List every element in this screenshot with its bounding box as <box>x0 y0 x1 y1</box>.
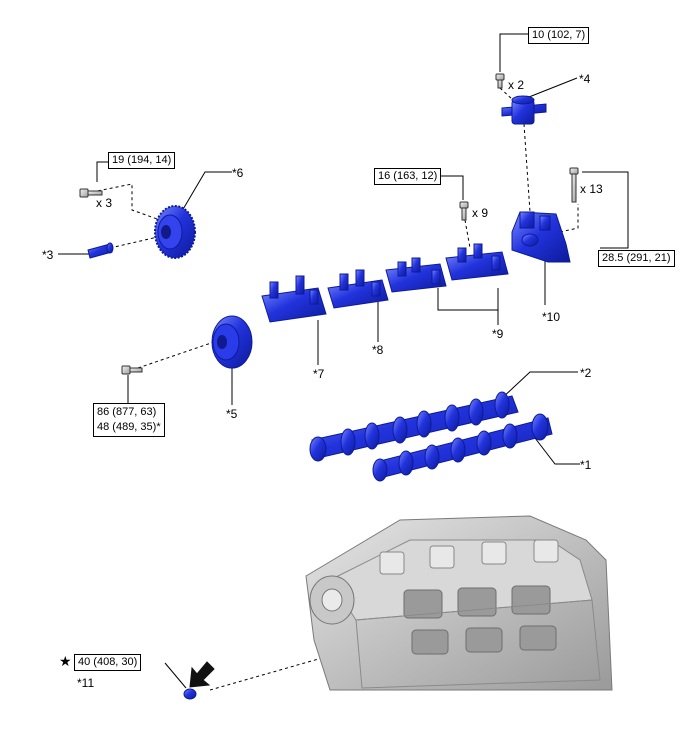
callout-7: *7 <box>313 367 325 381</box>
bearing-cap-8 <box>327 269 389 309</box>
quantity-x2: x 2 <box>508 78 525 92</box>
torque-label-sprocket: 86 (877, 63) 48 (489, 35)* <box>93 403 165 437</box>
callout-5: *5 <box>226 407 238 421</box>
torque-label-gear-upper: 19 (194, 14) <box>108 152 176 169</box>
quantity-x3: x 3 <box>96 196 113 210</box>
camshaft-housing-10 <box>511 211 571 263</box>
pin-3 <box>87 242 114 259</box>
torque-sprocket-line-1: 86 (877, 63) <box>97 406 157 418</box>
torque-label-housing-side: 28.5 (291, 21) <box>598 250 675 267</box>
bearing-cap-9b <box>445 243 509 281</box>
callout-11: *11 <box>77 676 95 690</box>
bolt-icon <box>79 73 579 375</box>
gear-6 <box>154 205 196 259</box>
leader-lines <box>58 33 629 689</box>
callout-6: *6 <box>232 166 244 180</box>
callout-8: *8 <box>372 343 384 357</box>
camshaft-2 <box>309 391 519 462</box>
bearing-cap-9a <box>385 257 447 293</box>
quantity-x13: x 13 <box>580 182 603 196</box>
plug-11 <box>183 688 197 700</box>
callout-3: *3 <box>42 248 54 262</box>
torque-sprocket-line-2: 48 (489, 35)* <box>97 421 161 433</box>
star-icon: ★ <box>59 653 72 669</box>
quantity-x9: x 9 <box>472 206 489 220</box>
callout-10: *10 <box>542 310 561 324</box>
camshaft-1 <box>372 413 553 482</box>
cylinder-head-block <box>305 515 613 691</box>
callout-2: *2 <box>580 366 592 380</box>
torque-label-plug: 40 (408, 30) <box>74 654 142 671</box>
callout-1: *1 <box>580 458 592 472</box>
callout-4: *4 <box>579 72 591 86</box>
callout-9: *9 <box>492 327 504 341</box>
torque-label-bearing-caps: 16 (163, 12) <box>374 168 442 185</box>
arrow-icon <box>189 661 215 688</box>
part-4 <box>501 95 547 125</box>
bearing-cap-7 <box>261 275 327 323</box>
torque-label-camshaft-housing-upper: 10 (102, 7) <box>528 27 590 44</box>
sprocket-5 <box>211 315 253 369</box>
